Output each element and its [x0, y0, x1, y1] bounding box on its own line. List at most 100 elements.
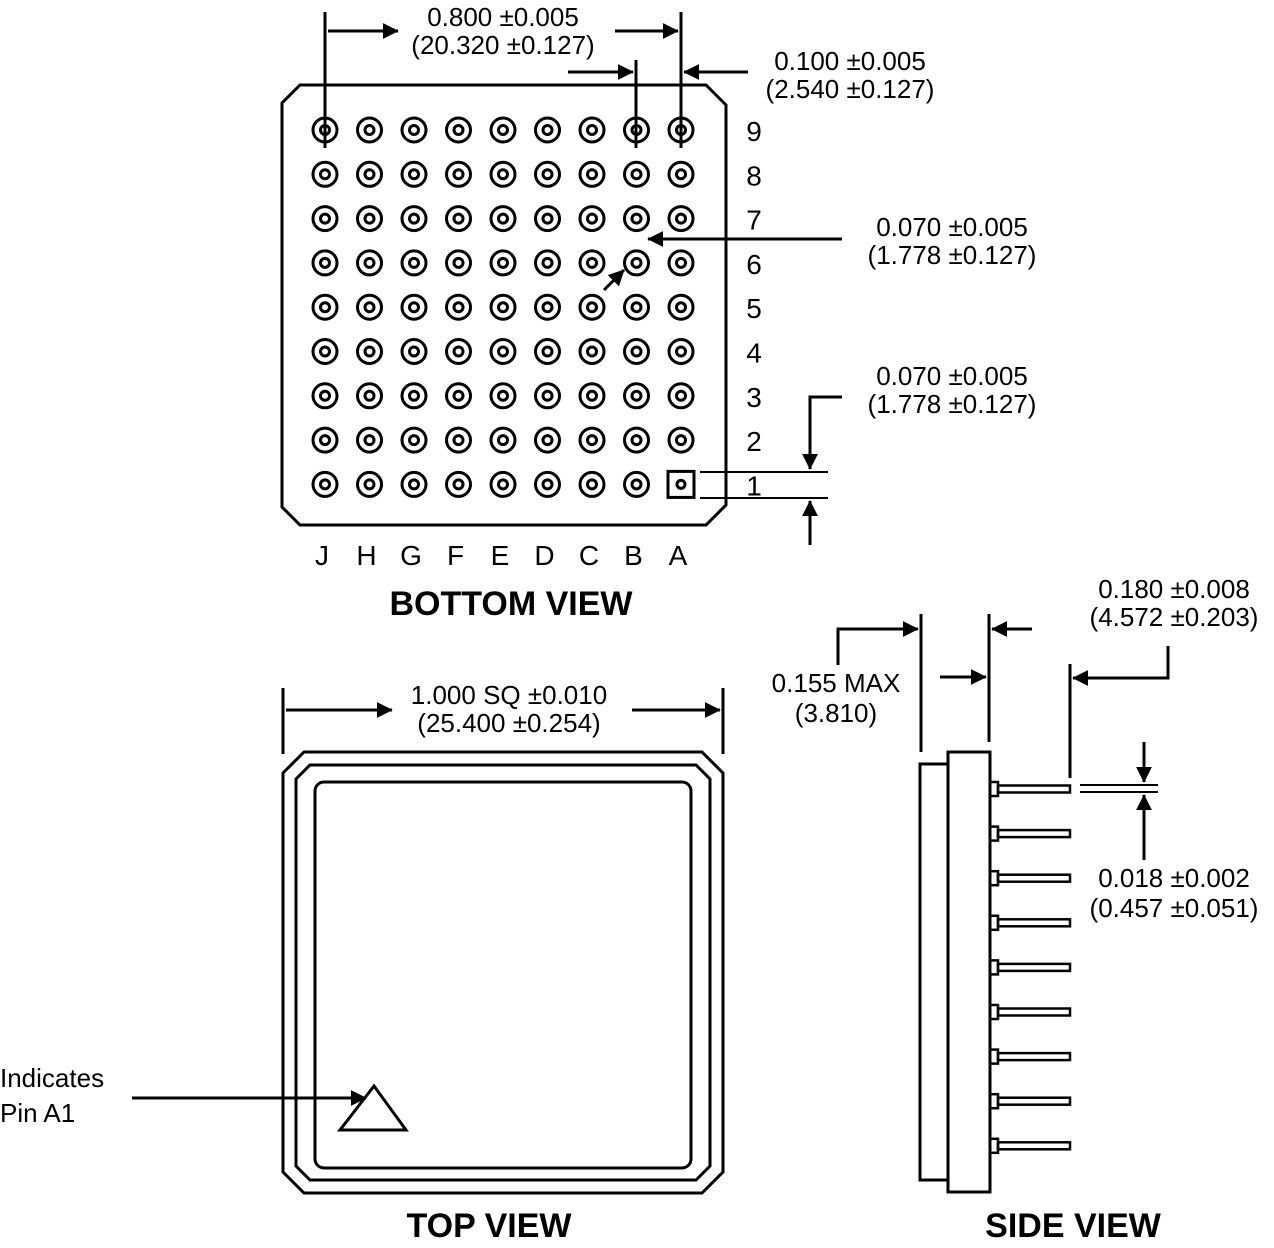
column-label-h: H	[356, 540, 376, 571]
lead-3	[988, 869, 1072, 887]
pin-H8	[356, 160, 383, 188]
pin-G3	[400, 382, 428, 410]
pin-G9	[400, 116, 428, 144]
row-label-3: 3	[746, 382, 762, 413]
pin-B4	[623, 338, 650, 365]
pin-F6	[445, 249, 472, 277]
lead-4	[988, 914, 1072, 932]
pin-F3	[445, 382, 472, 410]
pin-G4	[400, 338, 428, 365]
pin-F8	[445, 160, 472, 188]
side-view-title: SIDE VIEW	[985, 1207, 1162, 1245]
dim-body-height-inch: 0.155 MAX	[772, 668, 901, 698]
pin-A7	[667, 205, 695, 233]
dim-package-size-inch: 1.000 SQ ±0.010	[411, 680, 607, 710]
pin-B7	[623, 205, 650, 233]
pin-J1	[311, 470, 339, 498]
pin-H9	[356, 116, 383, 144]
row-label-9: 9	[746, 116, 762, 147]
lid	[313, 780, 693, 1170]
dim-pad-height-mm: (1.778 ±0.127)	[868, 389, 1037, 419]
pin-E7	[489, 205, 517, 233]
pin-B8	[623, 160, 650, 188]
pin-F9	[445, 116, 472, 144]
top-view: 1.000 SQ ±0.010 (25.400 ±0.254) Indicate…	[0, 680, 725, 1245]
pin-B5	[623, 293, 650, 321]
pin-G1	[400, 470, 428, 498]
pin-H7	[356, 205, 383, 233]
row-label-1: 1	[746, 470, 762, 501]
dim-pitch: 0.100 ±0.005 (2.540 ±0.127)	[568, 46, 934, 148]
pin-A3	[667, 382, 695, 410]
row-label-6: 6	[746, 249, 762, 280]
pin-H2	[356, 426, 383, 454]
pin-E5	[489, 293, 517, 321]
dim-pitch-inch: 0.100 ±0.005	[774, 46, 926, 76]
pin-E8	[489, 160, 517, 188]
lead-6	[988, 1003, 1072, 1021]
dim-body-height: 0.155 MAX (3.810)	[772, 614, 1032, 752]
pin-C1	[578, 470, 606, 498]
column-label-e: E	[491, 540, 510, 571]
dim-lead-length-inch: 0.180 ±0.008	[1098, 574, 1250, 604]
lead-9	[988, 1137, 1072, 1155]
pin-B6	[623, 249, 650, 277]
pin-D8	[534, 160, 561, 188]
bottom-view-package-outline	[280, 83, 728, 527]
pin-F4	[445, 338, 472, 365]
pin-A4	[667, 338, 695, 365]
pin-A5	[667, 293, 695, 321]
side-view-lid	[918, 762, 950, 1182]
pin-F2	[445, 426, 472, 454]
pin-H5	[356, 293, 383, 321]
pin-D2	[534, 426, 561, 454]
pin-H4	[356, 338, 383, 365]
pin-D4	[534, 338, 561, 365]
dim-lead-diameter-inch: 0.018 ±0.002	[1098, 863, 1250, 893]
dim-package-size: 1.000 SQ ±0.010 (25.400 ±0.254)	[281, 680, 725, 754]
top-view-inner-outline	[294, 763, 712, 1182]
pin-D7	[534, 205, 561, 233]
dim-package-size-mm: (25.400 ±0.254)	[417, 708, 600, 738]
side-view-body	[946, 750, 992, 1194]
pin-D6	[534, 249, 561, 277]
pin-J5	[311, 293, 339, 321]
pin-a1-note-line2: Pin A1	[0, 1098, 75, 1128]
dim-body-height-mm: (3.810)	[795, 698, 877, 728]
pin-H3	[356, 382, 383, 410]
pin-C8	[578, 160, 606, 188]
lead-2	[988, 825, 1072, 842]
dim-lead-length-mm: (4.572 ±0.203)	[1090, 602, 1259, 632]
top-view-title: TOP VIEW	[406, 1207, 572, 1245]
pin-G6	[400, 249, 428, 277]
dim-row-span-inch: 0.800 ±0.005	[427, 2, 579, 32]
pin-E9	[489, 116, 517, 144]
side-view: 0.155 MAX (3.810) 0.180 ±0.008 (4.572 ±0…	[772, 574, 1259, 1245]
pin-A8	[667, 160, 695, 188]
dim-lead-length: 0.180 ±0.008 (4.572 ±0.203)	[1068, 574, 1259, 778]
lead-8	[988, 1092, 1072, 1110]
pin-B2	[623, 426, 650, 454]
pin-G5	[400, 293, 428, 321]
top-view-outer-outline	[281, 750, 725, 1195]
pin-D5	[534, 293, 561, 321]
dim-lead-diameter-mm: (0.457 ±0.051)	[1090, 893, 1259, 923]
pin-H6	[356, 249, 383, 277]
pin-F5	[445, 293, 472, 321]
pin-D9	[534, 116, 561, 144]
row-label-2: 2	[746, 426, 762, 457]
pin-E6	[489, 249, 517, 277]
row-label-8: 8	[746, 160, 762, 191]
dim-row-span-mm: (20.320 ±0.127)	[411, 30, 594, 60]
pin-C3	[578, 382, 606, 410]
pin-C5	[578, 293, 606, 321]
lead-1	[988, 780, 1072, 798]
pin-J7	[311, 205, 339, 233]
dim-row-span: 0.800 ±0.005 (20.320 ±0.127)	[323, 2, 683, 148]
pin-A1	[666, 469, 696, 499]
pin-grid	[311, 116, 696, 499]
row-label-4: 4	[746, 338, 762, 369]
